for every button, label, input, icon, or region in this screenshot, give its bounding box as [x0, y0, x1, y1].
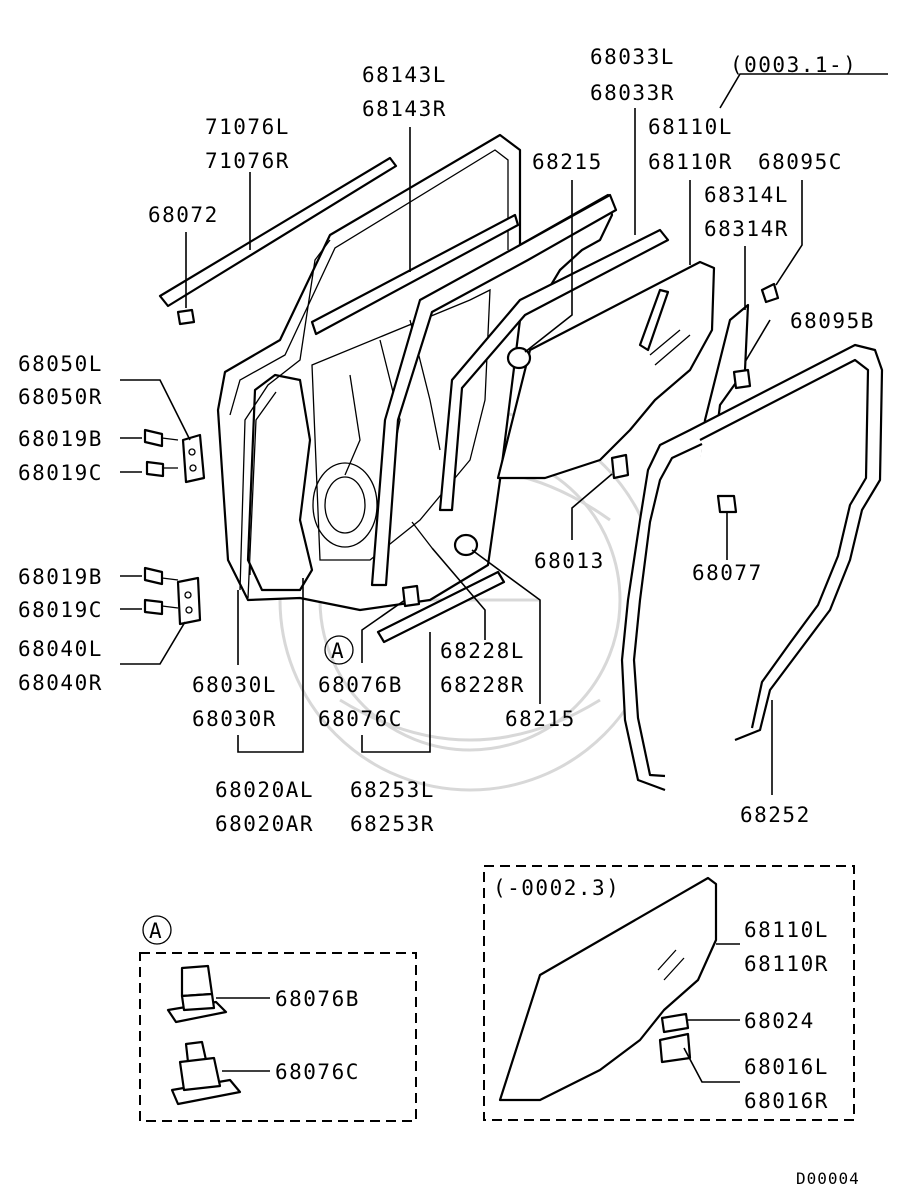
label-old-68016L: 68016L — [744, 1055, 829, 1079]
label-68076C: 68076C — [318, 707, 403, 731]
label-68013: 68013 — [534, 549, 605, 573]
division-channel — [638, 288, 670, 352]
label-68076B: 68076B — [318, 673, 403, 697]
lower-weatherstrip — [376, 570, 506, 644]
label-old-68110R: 68110R — [744, 952, 829, 976]
label-68228L: 68228L — [440, 639, 525, 663]
upper-hinge — [181, 433, 206, 484]
seal-pin — [411, 521, 433, 549]
glass-clip — [610, 453, 630, 480]
detail-a-heading: A — [142, 915, 172, 945]
label-detail-68076B: 68076B — [275, 987, 360, 1011]
label-68019B-upper: 68019B — [18, 427, 103, 451]
label-68215-upper: 68215 — [532, 150, 603, 174]
label-68030L: 68030L — [192, 673, 277, 697]
label-68040L: 68040L — [18, 637, 103, 661]
label-68020AL: 68020AL — [215, 778, 314, 802]
label-68252: 68252 — [740, 803, 811, 827]
screw-68095C — [760, 282, 780, 304]
label-71076L: 71076L — [205, 115, 290, 139]
outer-belt-molding — [158, 156, 398, 308]
label-68110L: 68110L — [648, 115, 733, 139]
label-68050R: 68050R — [18, 385, 103, 409]
stopper-lower — [453, 533, 479, 557]
label-68019C-lower: 68019C — [18, 598, 103, 622]
detail-a-marker: A — [324, 635, 354, 665]
label-68314R: 68314R — [704, 217, 789, 241]
label-68253L: 68253L — [350, 778, 435, 802]
label-68033L: 68033L — [590, 45, 675, 69]
label-68095C: 68095C — [758, 150, 843, 174]
label-68033R: 68033R — [590, 81, 675, 105]
label-68143R: 68143R — [362, 97, 447, 121]
door-inner-frame — [246, 288, 491, 592]
detail-a-box — [139, 952, 417, 1122]
label-old-68016R: 68016R — [744, 1089, 829, 1113]
old-glass-box — [483, 865, 855, 1121]
hinge-bolts — [143, 428, 179, 616]
diagram-id: D00004 — [796, 1169, 860, 1187]
label-68040R: 68040R — [18, 671, 103, 695]
lower-hinge — [176, 576, 202, 626]
label-71076R: 71076R — [205, 149, 290, 173]
label-68314L: 68314L — [704, 183, 789, 207]
label-68095B: 68095B — [790, 309, 875, 333]
stopper-upper — [506, 346, 532, 370]
label-68072: 68072 — [148, 203, 219, 227]
sash-clip — [716, 494, 738, 514]
label-68077: 68077 — [692, 561, 763, 585]
label-68030R: 68030R — [192, 707, 277, 731]
label-68019C-upper: 68019C — [18, 461, 103, 485]
label-old-68110L: 68110L — [744, 918, 829, 942]
label-68228R: 68228R — [440, 673, 525, 697]
label-68050L: 68050L — [18, 352, 103, 376]
glass-run-rear — [438, 228, 670, 512]
leader-lines — [120, 73, 888, 795]
label-68143L: 68143L — [362, 63, 447, 87]
serial-range-new: (0003.1-) — [730, 53, 857, 77]
part-labels: (0003.1-) 68143L 68143R 68033L 68033R 71… — [18, 45, 875, 1187]
label-68110R: 68110R — [648, 150, 733, 174]
label-detail-68076C: 68076C — [275, 1060, 360, 1084]
glass-reflection — [649, 329, 691, 366]
door-opening-weatherstrip — [239, 239, 331, 599]
label-68019B-lower: 68019B — [18, 565, 103, 589]
label-68020AR: 68020AR — [215, 812, 314, 836]
clip-68076 — [401, 584, 421, 608]
molding-screw — [176, 308, 196, 326]
svg-text:A: A — [149, 919, 163, 943]
glass-run-channel — [370, 193, 618, 587]
screw-68095B — [732, 368, 752, 390]
label-old-68024: 68024 — [744, 1009, 815, 1033]
label-68215-lower: 68215 — [505, 707, 576, 731]
beltline-weatherstrip — [310, 213, 520, 336]
label-68253R: 68253R — [350, 812, 435, 836]
door-body-seal — [620, 343, 884, 792]
svg-text:A: A — [331, 639, 345, 663]
serial-range-old: (-0002.3) — [493, 876, 620, 900]
